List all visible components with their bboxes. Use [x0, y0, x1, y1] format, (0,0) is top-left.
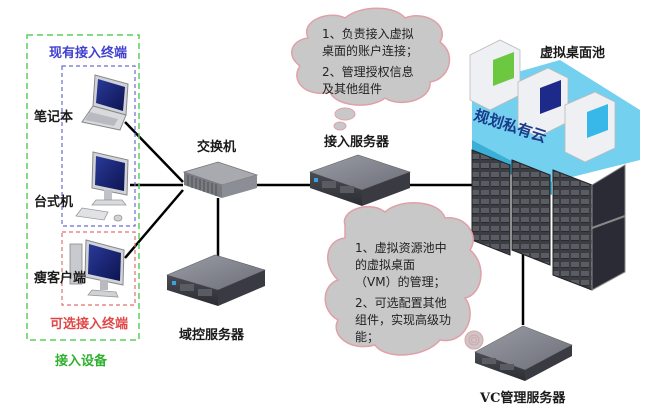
domain-server-icon[interactable] [166, 254, 266, 306]
access-devices-group-label: 接入设备 [55, 354, 108, 369]
callout-line: 能； [355, 330, 380, 344]
existing-terminals-label: 现有接入终端 [49, 46, 128, 61]
desktop-pool-label: 虚拟桌面池 [540, 46, 606, 61]
domain-server-label: 域控服务器 [179, 328, 245, 343]
virtual-desktop-cubicle-cyan [564, 91, 616, 163]
vc-server-callout-text: 1、虚拟资源池中 的虚拟桌面 （VM）的管理； 2、可选配置其他 组件，实现高级… [355, 240, 451, 346]
vc-server-callout-cloud [324, 202, 484, 356]
optional-terminals-label: 可选接入终端 [50, 317, 129, 332]
callout-line: 2、管理授权信息 [322, 65, 414, 79]
desktop-icon[interactable] [75, 151, 129, 222]
callout-line: 组件，实现高级功 [355, 313, 452, 327]
link-laptop-switch [124, 121, 184, 183]
vc-server-icon[interactable] [474, 325, 573, 381]
network-switch-icon[interactable] [182, 161, 259, 198]
optional-terminals-border [61, 231, 136, 306]
callout-line: 及其他组件 [322, 82, 383, 96]
laptop-label: 笔记本 [34, 110, 74, 125]
callout-line: 2、可选配置其他 [355, 296, 447, 310]
laptop-icon[interactable] [81, 74, 129, 131]
virtual-desktop-cubicle-navy [517, 67, 569, 138]
access-server-callout-cloud [290, 7, 451, 131]
existing-terminals-border [61, 65, 136, 227]
thin-client-icon[interactable] [69, 239, 125, 298]
access-server-callout-text: 1、负责接入虚拟 桌面的账户连接； 2、管理授权信息 及其他组件 [322, 26, 418, 98]
callout-line: 桌面的账户连接； [322, 44, 419, 58]
link-thin-client-switch [124, 189, 184, 259]
callout-line: 1、虚拟资源池中 [355, 241, 447, 255]
vc-server-label: VC管理服务器 [480, 391, 566, 406]
access-server-label: 接入服务器 [324, 135, 390, 150]
desktop-label: 台式机 [34, 195, 74, 210]
thin-client-label: 瘦客户端 [34, 271, 87, 286]
callout-line: 1、负责接入虚拟 [322, 27, 414, 41]
virtual-desktop-cubicle-green [469, 39, 521, 111]
callout-line: 的虚拟桌面 [355, 258, 416, 272]
server-rack-icon[interactable] [469, 39, 640, 291]
callout-line: （VM）的管理； [355, 275, 446, 289]
access-devices-group-border [26, 34, 140, 341]
access-server-icon[interactable] [309, 154, 411, 206]
switch-label: 交换机 [197, 140, 237, 155]
